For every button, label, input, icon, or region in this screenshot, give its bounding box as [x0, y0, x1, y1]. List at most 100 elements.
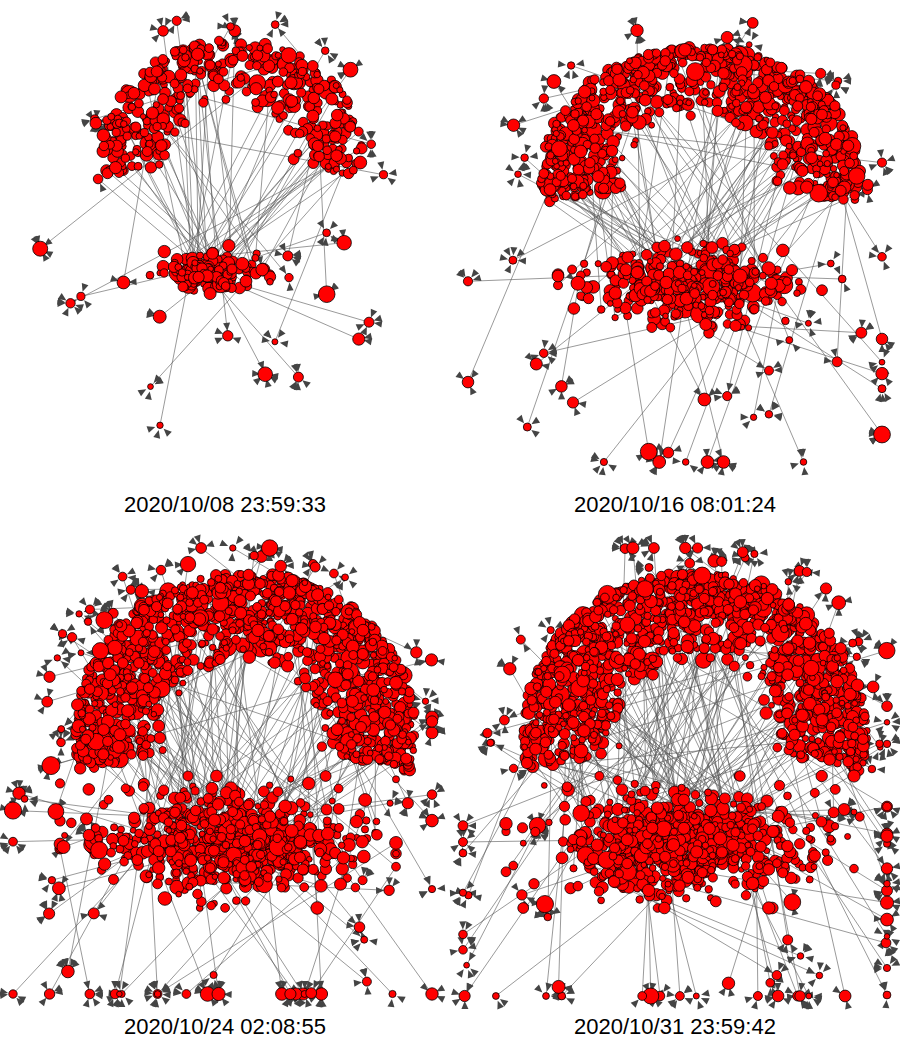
network-node	[571, 193, 579, 201]
arrowhead	[824, 357, 832, 364]
arrowhead	[370, 176, 379, 183]
network-node	[178, 282, 188, 292]
network-node	[323, 229, 331, 237]
network-node	[181, 119, 189, 127]
network-node	[307, 110, 319, 122]
arrowhead	[214, 328, 223, 334]
network-node	[732, 99, 740, 107]
arrowhead	[627, 18, 634, 27]
network-node	[223, 331, 233, 341]
arrowhead	[790, 463, 799, 470]
network-node	[175, 69, 187, 81]
network-node	[615, 178, 625, 188]
network-node	[619, 110, 626, 117]
network-node	[806, 102, 815, 111]
arrowhead	[624, 33, 633, 40]
arrowhead	[542, 340, 549, 348]
network-node	[590, 134, 599, 143]
network-node	[333, 166, 339, 172]
arrowhead	[714, 395, 722, 402]
arrowhead	[869, 252, 877, 259]
network-node	[613, 73, 626, 86]
network-node	[307, 61, 318, 72]
network-node	[121, 154, 129, 162]
arrowhead	[82, 283, 89, 292]
network-node	[345, 121, 356, 132]
network-node	[767, 127, 778, 138]
network-node	[246, 45, 252, 51]
network-node	[552, 158, 558, 164]
network-node	[197, 68, 203, 74]
arrowhead	[793, 344, 801, 352]
arrowhead	[752, 32, 759, 41]
network-node	[631, 142, 638, 149]
network-node	[331, 109, 343, 121]
network-node	[776, 62, 787, 73]
arrowhead	[507, 178, 515, 186]
arrowhead	[532, 102, 540, 110]
arrowhead	[531, 417, 540, 424]
network-node	[686, 111, 695, 120]
arrowhead	[869, 164, 878, 171]
network-node	[578, 86, 591, 99]
arrowhead	[865, 323, 874, 330]
network-node	[271, 91, 278, 98]
arrowhead	[518, 258, 526, 265]
arrowhead	[470, 387, 477, 396]
arrowhead	[280, 341, 288, 348]
arrowhead	[214, 338, 223, 344]
network-node	[314, 84, 324, 94]
arrowhead	[164, 429, 172, 437]
network-node	[297, 88, 306, 97]
network-node	[285, 77, 297, 89]
network-node	[140, 114, 146, 120]
network-node	[295, 129, 304, 138]
arrowhead	[884, 393, 891, 402]
network-node	[153, 123, 161, 131]
network-node	[579, 190, 588, 199]
network-node	[639, 94, 651, 106]
network-node	[237, 74, 244, 81]
network-node	[207, 248, 219, 260]
network-node	[283, 251, 293, 261]
edge-line	[110, 173, 207, 257]
network-node	[128, 87, 140, 99]
network-node	[205, 44, 214, 53]
network-node	[221, 282, 230, 291]
arrowhead	[387, 178, 396, 186]
arrowhead	[742, 421, 750, 429]
arrowhead	[574, 407, 581, 416]
network-node	[121, 121, 128, 128]
network-node	[286, 95, 298, 107]
arrowhead	[266, 29, 273, 38]
network-node	[643, 49, 653, 59]
network-node	[108, 113, 115, 120]
network-node	[321, 47, 329, 55]
network-node	[271, 21, 279, 29]
network-node	[830, 165, 836, 171]
network-node	[252, 99, 260, 107]
network-node	[824, 161, 830, 167]
network-node	[719, 83, 727, 91]
network-node	[712, 105, 723, 116]
arrowhead	[471, 370, 479, 378]
network-node	[205, 60, 215, 70]
network-node	[257, 45, 263, 51]
network-node	[634, 71, 642, 79]
arrowhead	[263, 330, 271, 338]
network-node	[90, 117, 102, 129]
arrowhead	[278, 329, 286, 338]
network-node	[142, 147, 152, 157]
arrowhead	[878, 344, 885, 352]
arrowhead	[672, 457, 680, 464]
arrowhead	[548, 389, 557, 396]
arrowhead	[563, 70, 570, 79]
network-node	[158, 245, 170, 257]
network-node	[840, 125, 846, 131]
network-node	[99, 141, 108, 150]
arrowhead	[100, 184, 106, 193]
network-node	[806, 113, 817, 124]
edge-line	[841, 191, 882, 339]
arrowhead	[756, 372, 765, 379]
arrowhead	[321, 37, 328, 45]
